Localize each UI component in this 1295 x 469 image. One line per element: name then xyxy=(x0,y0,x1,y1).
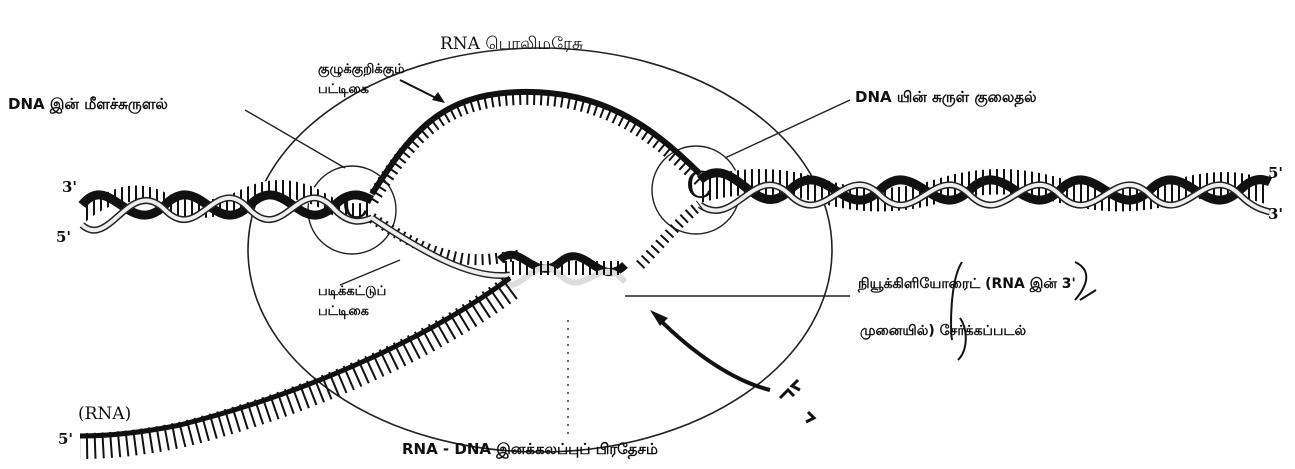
rna-5-end: 5' xyxy=(58,430,73,448)
right-bottom-end: 3' xyxy=(1268,205,1283,223)
leader-rewinding xyxy=(245,110,345,168)
leader-unwinding xyxy=(725,100,850,158)
left-dna-helix xyxy=(82,180,372,230)
dna-rewinding-label: DNA இன் மீளச்சுருளல் xyxy=(8,95,168,115)
rna-polymerase-ellipse xyxy=(248,48,832,452)
nucleotide-entry-arrow xyxy=(658,318,770,390)
nucleotide-bracket-right xyxy=(1075,262,1086,300)
nucleotide-label-1: நியூக்கிளியோரைட் (RNA இன் 3' xyxy=(858,276,1076,294)
right-dna-helix xyxy=(700,169,1270,212)
template-strand-label-1: படிக்கட்டுப் xyxy=(318,284,386,300)
rna-dna-hybrid xyxy=(500,255,625,285)
coding-strand-label-2: பட்டிகை xyxy=(318,82,369,98)
rna-label: (RNA) xyxy=(78,404,131,424)
dna-unwinding-label: DNA யின் சுருள் குலைதல் xyxy=(855,88,1037,108)
coding-strand xyxy=(372,92,700,200)
free-nucleotides-icon xyxy=(780,380,814,422)
template-strand-label-2: பட்டிகை xyxy=(318,304,369,320)
coding-strand-arrow xyxy=(400,80,440,100)
unwinding-mark: C xyxy=(686,166,714,207)
right-top-end: 5' xyxy=(1268,164,1283,182)
left-bottom-end: 5' xyxy=(56,228,71,246)
nucleotide-label-2: முனையில்) சேர்க்கப்படல் xyxy=(860,323,1026,341)
leader-template xyxy=(340,260,400,285)
hybrid-region-label: RNA - DNA இனக்கலப்புப் பிரதேசம் xyxy=(402,440,658,460)
rna-polymerase-label: RNA பொலிமரேசு xyxy=(440,34,583,56)
rewinding-mark: C xyxy=(342,186,370,227)
rna-transcript xyxy=(80,278,510,446)
template-strand xyxy=(372,205,700,265)
coding-strand-label-1: குழுக்குறிக்கும் xyxy=(318,62,405,78)
left-top-end: 3' xyxy=(62,178,77,196)
